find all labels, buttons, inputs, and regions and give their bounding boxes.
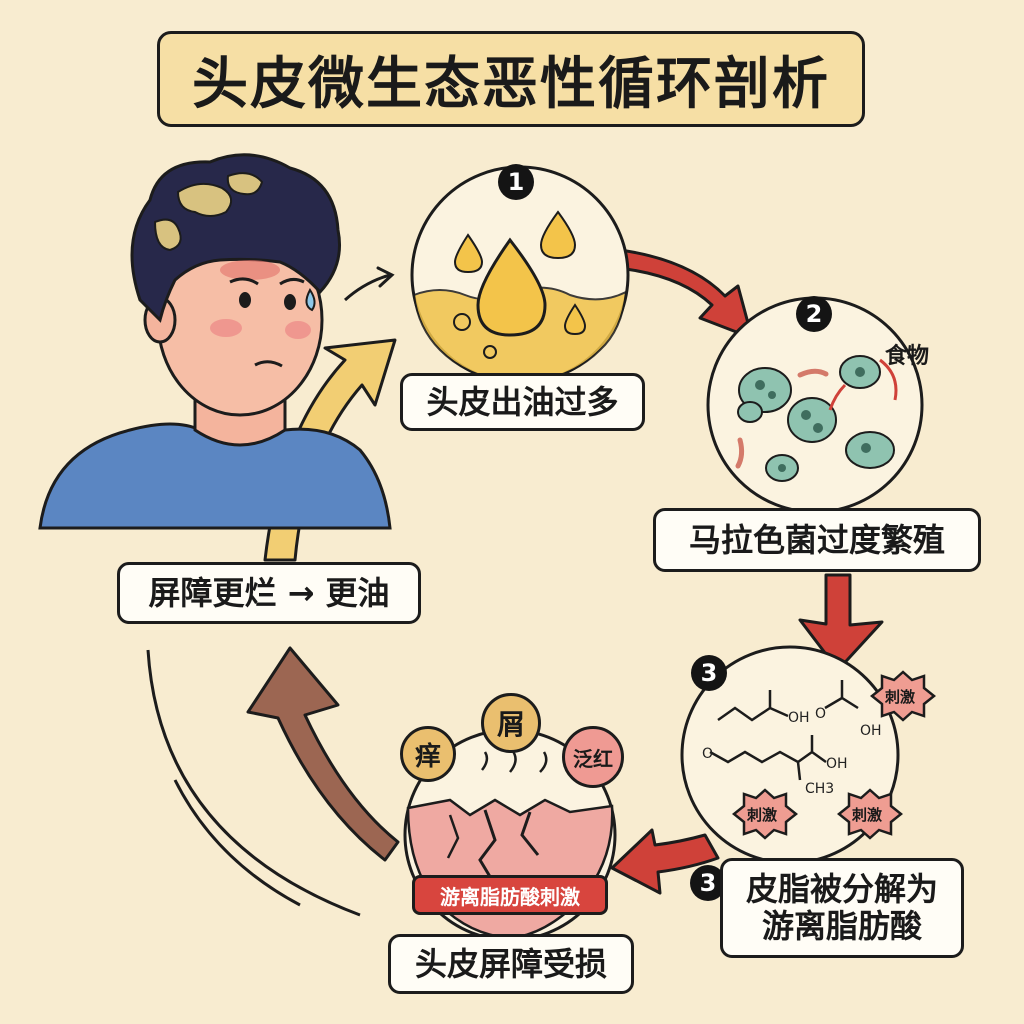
person-eye-right bbox=[284, 294, 296, 310]
motion-arc-inner bbox=[173, 779, 301, 907]
person-cheek-left bbox=[210, 319, 242, 337]
step-1-badge: 1 bbox=[498, 164, 534, 200]
chem-label-oh-3: OH bbox=[826, 756, 848, 772]
thin-arrow-head bbox=[376, 266, 395, 288]
motion-arc-outer bbox=[146, 649, 361, 917]
step-4-label: 头皮屏障受损 bbox=[388, 934, 634, 994]
molecule-1 bbox=[717, 690, 789, 722]
itch-lines-3 bbox=[539, 751, 548, 773]
arrow-oil-to-fungus bbox=[616, 248, 754, 340]
microbe-dot-7 bbox=[778, 464, 786, 472]
oil-drop-small bbox=[563, 303, 587, 336]
scalp-redness bbox=[220, 260, 280, 280]
person-brow-left bbox=[229, 277, 259, 286]
step-3b-label-line2: 游离脂肪酸 bbox=[761, 907, 922, 945]
irritant-tag-1: 刺激 bbox=[885, 688, 916, 706]
chem-label-o-2: O bbox=[702, 746, 713, 762]
person-eye-left bbox=[239, 292, 251, 308]
skin-crack-2 bbox=[520, 811, 540, 856]
food-note: 食物 bbox=[885, 344, 930, 369]
step-3b-label-line1: 皮脂被分解为 bbox=[745, 870, 938, 909]
irritant-tag-3: 刺激 bbox=[852, 806, 883, 824]
symptom-itch: 痒 bbox=[400, 726, 456, 782]
page-title: 头皮微生态恶性循环剖析 bbox=[157, 31, 865, 127]
step-2-label: 马拉色菌过度繁殖 bbox=[653, 508, 981, 572]
food-arrow-1 bbox=[879, 358, 898, 401]
microbe-dot-5 bbox=[855, 367, 865, 377]
microbe-dot-2 bbox=[768, 391, 776, 399]
chem-label-ch3: CH3 bbox=[805, 781, 834, 797]
hair-flake-1 bbox=[176, 182, 233, 217]
symptom-redness: 泛红 bbox=[562, 726, 624, 788]
step-5-label: 屏障更烂 → 更油 bbox=[117, 562, 421, 624]
chem-label-oh-2: OH bbox=[860, 723, 882, 739]
step-2-badge: 2 bbox=[796, 296, 832, 332]
molecule-3 bbox=[709, 735, 827, 781]
arrow-acid-to-barrier bbox=[610, 828, 720, 895]
itch-lines-1 bbox=[481, 751, 489, 771]
microbe-dot-1 bbox=[755, 380, 765, 390]
microbe-2 bbox=[787, 397, 837, 443]
chem-label-o: O bbox=[815, 706, 826, 722]
chem-label-oh-1: OH bbox=[788, 710, 810, 726]
food-streak-1 bbox=[797, 368, 829, 378]
arrow-fungus-to-acid bbox=[798, 573, 884, 672]
oil-bubble-2 bbox=[483, 345, 497, 359]
acid-irritation-banner: 游离脂肪酸刺激 bbox=[412, 875, 608, 915]
skin-layer bbox=[406, 798, 614, 940]
microbe-illustration bbox=[706, 296, 924, 514]
food-arrow-2 bbox=[828, 383, 847, 411]
oil-drop-large bbox=[476, 237, 547, 337]
symptom-flakes: 屑 bbox=[481, 693, 541, 753]
hair-flake-3 bbox=[153, 218, 182, 252]
step-3-badge: 3 bbox=[691, 655, 727, 691]
arrow-barrier-to-worse bbox=[246, 646, 400, 862]
irritant-star-2: 刺激 bbox=[731, 788, 799, 840]
skin-crack-3 bbox=[446, 814, 460, 859]
person-brow-right bbox=[279, 277, 305, 286]
hair-flake-2 bbox=[226, 172, 264, 196]
molecule-2 bbox=[824, 680, 859, 710]
thin-arrow-to-oil bbox=[343, 273, 391, 302]
step-3b-label: 皮脂被分解为 游离脂肪酸 bbox=[720, 858, 964, 958]
irritant-tag-2: 刺激 bbox=[747, 806, 778, 824]
sweat-drop bbox=[305, 288, 316, 312]
person-mouth bbox=[254, 360, 283, 368]
food-streak-2 bbox=[735, 437, 745, 469]
microbe-dot-4 bbox=[813, 423, 823, 433]
person-cheek-right bbox=[285, 321, 311, 339]
microbe-dot-3 bbox=[801, 410, 811, 420]
step-1-label: 头皮出油过多 bbox=[400, 373, 645, 431]
irritant-star-3: 刺激 bbox=[836, 788, 904, 840]
microbe-6 bbox=[737, 401, 763, 423]
oil-drop-left bbox=[453, 233, 484, 274]
person-illustration bbox=[38, 153, 392, 530]
oil-bubble-1 bbox=[453, 313, 471, 331]
oil-illustration bbox=[410, 165, 630, 385]
microbe-1 bbox=[738, 367, 792, 413]
oil-drop-right bbox=[539, 210, 577, 260]
irritant-star-1: 刺激 bbox=[869, 670, 937, 722]
microbe-dot-6 bbox=[861, 443, 871, 453]
